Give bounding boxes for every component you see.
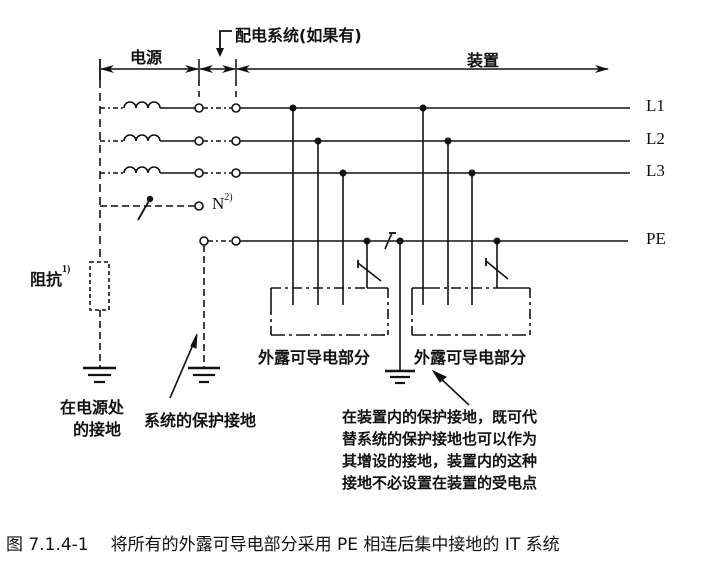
terminals <box>194 103 241 246</box>
terminal-icon <box>231 136 241 146</box>
source-earthing <box>83 261 116 384</box>
note-line: 其增设的接地，装置内的这种 <box>342 452 538 470</box>
note-line: 替系统的保护接地也可以作为 <box>342 430 538 448</box>
equipment-2-connections <box>419 104 509 305</box>
source-phase-windings <box>100 101 195 221</box>
system-protective-earthing <box>169 245 220 399</box>
bus-lines <box>240 107 630 242</box>
terminal-icon <box>194 103 204 113</box>
conductor-n-footnote: 2) <box>224 192 233 203</box>
earth-icon <box>385 369 415 385</box>
system-protective-earthing-label: 系统的保护接地 <box>144 411 257 430</box>
conductor-label-l1: L1 <box>646 96 665 115</box>
dimension-source-label: 电源 <box>130 48 163 67</box>
inductor-icon <box>123 101 161 109</box>
inductor-icon <box>123 134 161 142</box>
conductor-n-text: N <box>212 194 225 213</box>
note-line: 接地不必设置在装置的受电点 <box>342 474 538 492</box>
installation-earthing <box>384 232 415 385</box>
exposed-part-box-2 <box>411 287 531 336</box>
exposed-part-box-1 <box>270 287 389 336</box>
earth-icon <box>83 366 116 384</box>
equipment-1-connections <box>289 104 382 305</box>
dimension-distribution-label: 配电系统(如果有) <box>235 26 362 45</box>
impedance-label: 阻抗1) <box>30 264 71 290</box>
installation-earthing-note: 在装置内的保护接地，既可代 替系统的保护接地也可以作为 其增设的接地，装置内的这… <box>342 406 537 494</box>
conductor-label-n: N2) <box>212 192 233 214</box>
distribution-links <box>203 107 232 242</box>
terminal-boundary-dashes <box>198 80 237 100</box>
terminal-icon <box>194 201 204 211</box>
note-line: 在装置内的保护接地，既可代 <box>342 408 538 426</box>
conductor-label-l2: L2 <box>646 129 665 148</box>
terminal-icon <box>194 136 204 146</box>
source-earthing-line-1: 在电源处 <box>60 398 125 417</box>
note-arrow <box>431 369 470 406</box>
inductor-icon <box>123 166 161 174</box>
impedance-text: 阻抗 <box>30 270 63 289</box>
exposed-parts-label-2: 外露可导电部分 <box>414 348 527 367</box>
impedance-icon <box>89 261 110 311</box>
exposed-parts-label-1: 外露可导电部分 <box>258 348 371 367</box>
terminal-icon <box>231 103 241 113</box>
terminal-icon <box>199 236 209 246</box>
dimension-lines <box>99 30 609 80</box>
figure-caption: 图 7.1.4-1 将所有的外露可导电部分采用 PE 相连后集中接地的 IT 系统 <box>6 530 560 555</box>
dimension-installation-label: 装置 <box>467 51 500 70</box>
terminal-icon <box>231 236 241 246</box>
earth-icon <box>188 366 220 384</box>
source-earthing-label: 在电源处 的接地 <box>60 397 124 441</box>
source-earthing-line-2: 的接地 <box>73 420 122 439</box>
figure-title: 将所有的外露可导电部分采用 PE 相连后集中接地的 IT 系统 <box>110 535 560 555</box>
figure-number: 图 7.1.4-1 <box>6 535 89 555</box>
terminal-icon <box>231 168 241 178</box>
impedance-footnote: 1) <box>62 264 71 275</box>
conductor-label-l3: L3 <box>646 161 665 180</box>
neutral-switch-icon <box>137 198 151 221</box>
terminal-icon <box>194 168 204 178</box>
conductor-label-pe: PE <box>646 229 666 248</box>
